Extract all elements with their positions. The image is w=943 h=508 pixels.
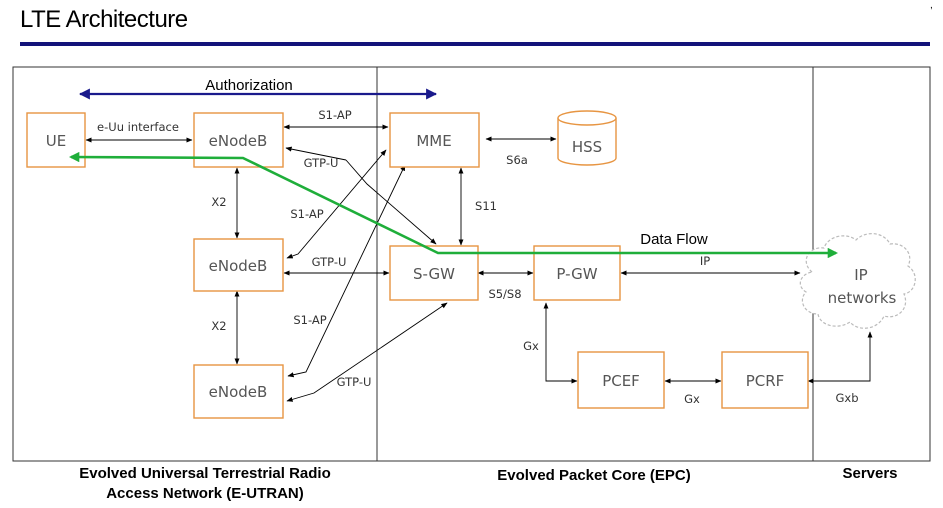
enodeb-label-1: eNodeB bbox=[209, 132, 268, 150]
gtpu-mid-label: GTP-U bbox=[312, 255, 347, 269]
gxb-label: Gxb bbox=[835, 391, 858, 405]
servers-caption: Servers bbox=[842, 465, 897, 482]
epc-caption: Evolved Packet Core (EPC) bbox=[497, 467, 690, 484]
enodeb-label-3: eNodeB bbox=[209, 383, 268, 401]
s1ap-top-label: S1-AP bbox=[318, 108, 351, 122]
corner-mark: , bbox=[930, 0, 933, 11]
diagram-frame bbox=[12, 66, 931, 462]
ip-label: IP bbox=[700, 254, 710, 268]
sgw-label: S-GW bbox=[413, 265, 455, 283]
gxb-link bbox=[807, 331, 873, 384]
x2-bottom-label: X2 bbox=[211, 319, 226, 333]
ip-networks-label-line2: networks bbox=[828, 289, 897, 307]
data-flow-label: Data Flow bbox=[640, 231, 708, 248]
page-title: LTE Architecture bbox=[20, 6, 188, 33]
pcef-label: PCEF bbox=[602, 372, 640, 390]
gtpu-top-label: GTP-U bbox=[304, 156, 339, 170]
eutran-caption-line2: Access Network (E-UTRAN) bbox=[106, 485, 304, 502]
pgw-label: P-GW bbox=[556, 265, 597, 283]
s6a-label: S6a bbox=[506, 153, 528, 167]
gx-left-label: Gx bbox=[523, 339, 539, 353]
enodeb-label-2: eNodeB bbox=[209, 257, 268, 275]
ue-node: UE bbox=[26, 112, 86, 168]
hss-label: HSS bbox=[572, 138, 602, 156]
gx-bottom-label: Gx bbox=[684, 392, 700, 406]
gtpu-bottom-label: GTP-U bbox=[337, 375, 372, 389]
ue-label: UE bbox=[46, 132, 66, 150]
enodeb-node-3: eNodeB bbox=[193, 364, 284, 419]
pcrf-label: PCRF bbox=[746, 372, 785, 390]
mme-node: MME bbox=[389, 112, 480, 168]
mme-label: MME bbox=[416, 132, 451, 150]
gtpu-bottom-link bbox=[286, 302, 448, 402]
gx-left-link bbox=[543, 302, 578, 384]
euu-interface-label: e-Uu interface bbox=[97, 120, 179, 134]
hss-node: HSS bbox=[557, 110, 617, 166]
s1ap-bottom-label: S1-AP bbox=[293, 313, 326, 327]
ip-networks-cloud: IP networks bbox=[799, 233, 916, 329]
title-divider bbox=[20, 42, 930, 46]
s11-label: S11 bbox=[475, 199, 497, 213]
s5s8-label: S5/S8 bbox=[488, 287, 521, 301]
eutran-caption-line1: Evolved Universal Terrestrial Radio bbox=[79, 465, 331, 482]
enodeb-node-2: eNodeB bbox=[193, 238, 284, 292]
x2-top-label: X2 bbox=[211, 195, 226, 209]
ip-networks-label-line1: IP bbox=[854, 266, 867, 284]
pcef-node: PCEF bbox=[577, 351, 665, 409]
s1ap-mid-label: S1-AP bbox=[290, 207, 323, 221]
pcrf-node: PCRF bbox=[721, 351, 809, 409]
authorization-label: Authorization bbox=[205, 77, 293, 94]
data-flow-path bbox=[68, 151, 839, 259]
